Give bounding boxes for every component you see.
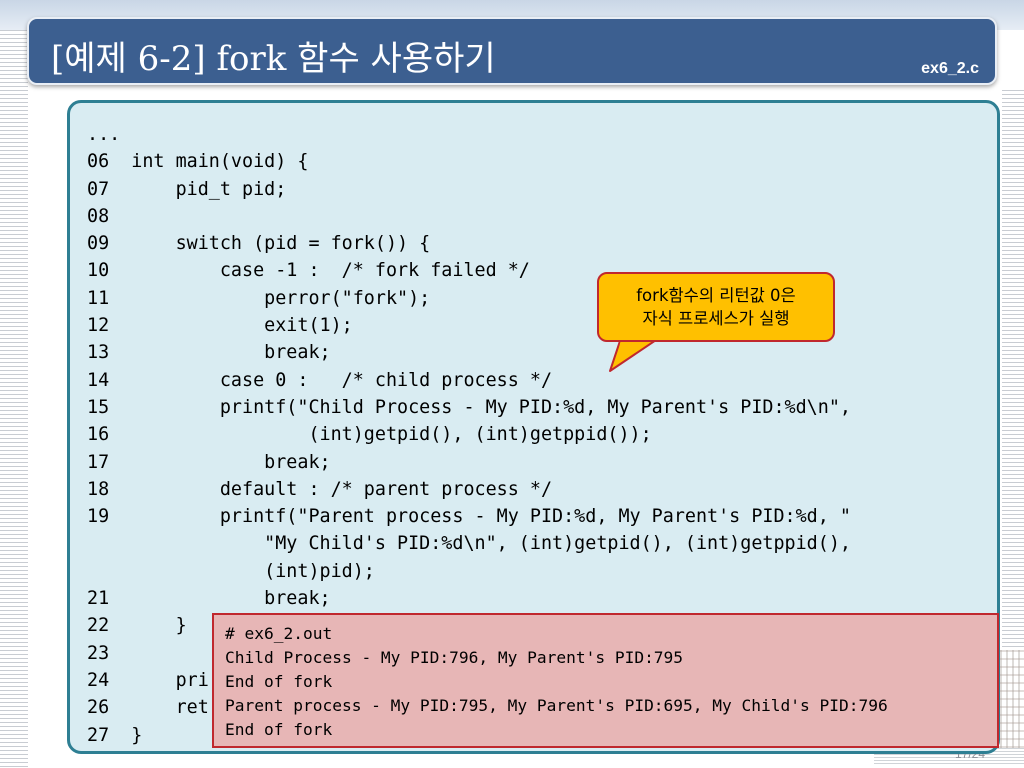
callout-text-line-1: fork함수의 리턴값 0은: [636, 286, 796, 305]
code-line: 11 perror("fork");: [87, 287, 431, 309]
code-line: 18 default : /* parent process */: [87, 478, 553, 500]
source-file-label: ex6_2.c: [921, 60, 979, 77]
code-line: 17 break;: [87, 451, 331, 473]
code-line: 15 printf("Child Process - My PID:%d, My…: [87, 396, 851, 418]
output-line: # ex6_2.out: [225, 624, 333, 643]
code-line: 21 break;: [87, 588, 331, 610]
output-line: Parent process - My PID:795, My Parent's…: [225, 696, 888, 715]
output-line: Child Process - My PID:796, My Parent's …: [225, 648, 684, 667]
code-line: 10 case -1 : /* fork failed */: [87, 260, 530, 282]
code-line: 09 switch (pid = fork()) {: [87, 233, 431, 255]
program-output-box: # ex6_2.out Child Process - My PID:796, …: [212, 613, 999, 748]
code-line: 22 }: [87, 615, 187, 637]
output-line: End of fork: [225, 672, 333, 691]
code-line: 24 pri: [87, 669, 209, 691]
code-listing: ... 06 int main(void) { 07 pid_t pid; 08…: [87, 121, 851, 749]
slide-title-bar: [예제 6-2] fork 함수 사용하기 ex6_2.c: [27, 17, 997, 85]
code-line: 19 printf("Parent process - My PID:%d, M…: [87, 506, 851, 528]
callout-text-line-2: 자식 프로세스가 실행: [642, 309, 790, 328]
code-line: 14 case 0 : /* child process */: [87, 369, 553, 391]
code-line: ...: [87, 124, 121, 145]
code-line: (int)pid);: [87, 560, 375, 582]
code-line: 16 (int)getpid(), (int)getppid());: [87, 424, 652, 446]
output-line: End of fork: [225, 720, 333, 739]
code-line: 13 break;: [87, 342, 331, 364]
code-line: "My Child's PID:%d\n", (int)getpid(), (i…: [87, 533, 851, 555]
code-line: 08: [87, 205, 110, 227]
right-stripe-decoration: [1002, 90, 1024, 650]
code-line: 06 int main(void) {: [87, 151, 309, 173]
output-listing: # ex6_2.out Child Process - My PID:796, …: [225, 622, 888, 742]
code-line: 27 }: [87, 724, 143, 746]
code-line: 07 pid_t pid;: [87, 178, 287, 200]
code-line: 23: [87, 642, 110, 664]
code-line: 26 ret: [87, 697, 209, 719]
callout-pointer: [609, 338, 660, 372]
slide-title: [예제 6-2] fork 함수 사용하기: [51, 39, 496, 79]
callout-note: fork함수의 리턴값 0은 자식 프로세스가 실행: [597, 272, 835, 342]
code-line: 12 exit(1);: [87, 315, 353, 337]
left-stripe-decoration: [0, 30, 28, 768]
